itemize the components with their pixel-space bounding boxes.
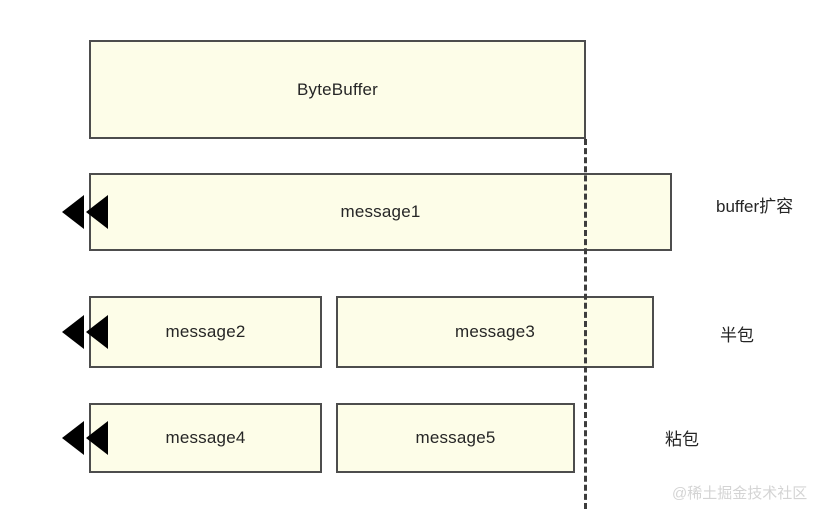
dashed-boundary-line [584, 139, 587, 509]
message4-box: message4 [89, 403, 322, 473]
message3-box-label: message3 [454, 322, 536, 341]
message1-box-label: message1 [340, 202, 421, 221]
message2-box: message2 [89, 296, 322, 368]
annotation-sticky-packet: 粘包 [665, 430, 699, 449]
bytebuffer-box: ByteBuffer [89, 40, 586, 139]
message2-box-label: message2 [165, 322, 246, 341]
annotation-buffer-expand: buffer扩容 [716, 197, 794, 216]
left-triangle-outer-icon [62, 315, 84, 349]
watermark-text: @稀土掘金技术社区 [672, 485, 808, 502]
left-triangle-inner-icon [86, 195, 108, 229]
message5-box-label: message5 [415, 428, 496, 447]
double-left-arrow-icon [62, 421, 108, 455]
left-triangle-outer-icon [62, 421, 84, 455]
annotation-half-packet: 半包 [720, 326, 754, 345]
bytebuffer-box-label: ByteBuffer [296, 79, 379, 99]
left-triangle-inner-icon [86, 315, 108, 349]
message1-box: message1 [89, 173, 672, 251]
message5-box: message5 [336, 403, 575, 473]
left-triangle-outer-icon [62, 195, 84, 229]
message4-box-label: message4 [165, 428, 246, 447]
double-left-arrow-icon [62, 195, 108, 229]
message3-box: message3 [336, 296, 654, 368]
left-triangle-inner-icon [86, 421, 108, 455]
double-left-arrow-icon [62, 315, 108, 349]
